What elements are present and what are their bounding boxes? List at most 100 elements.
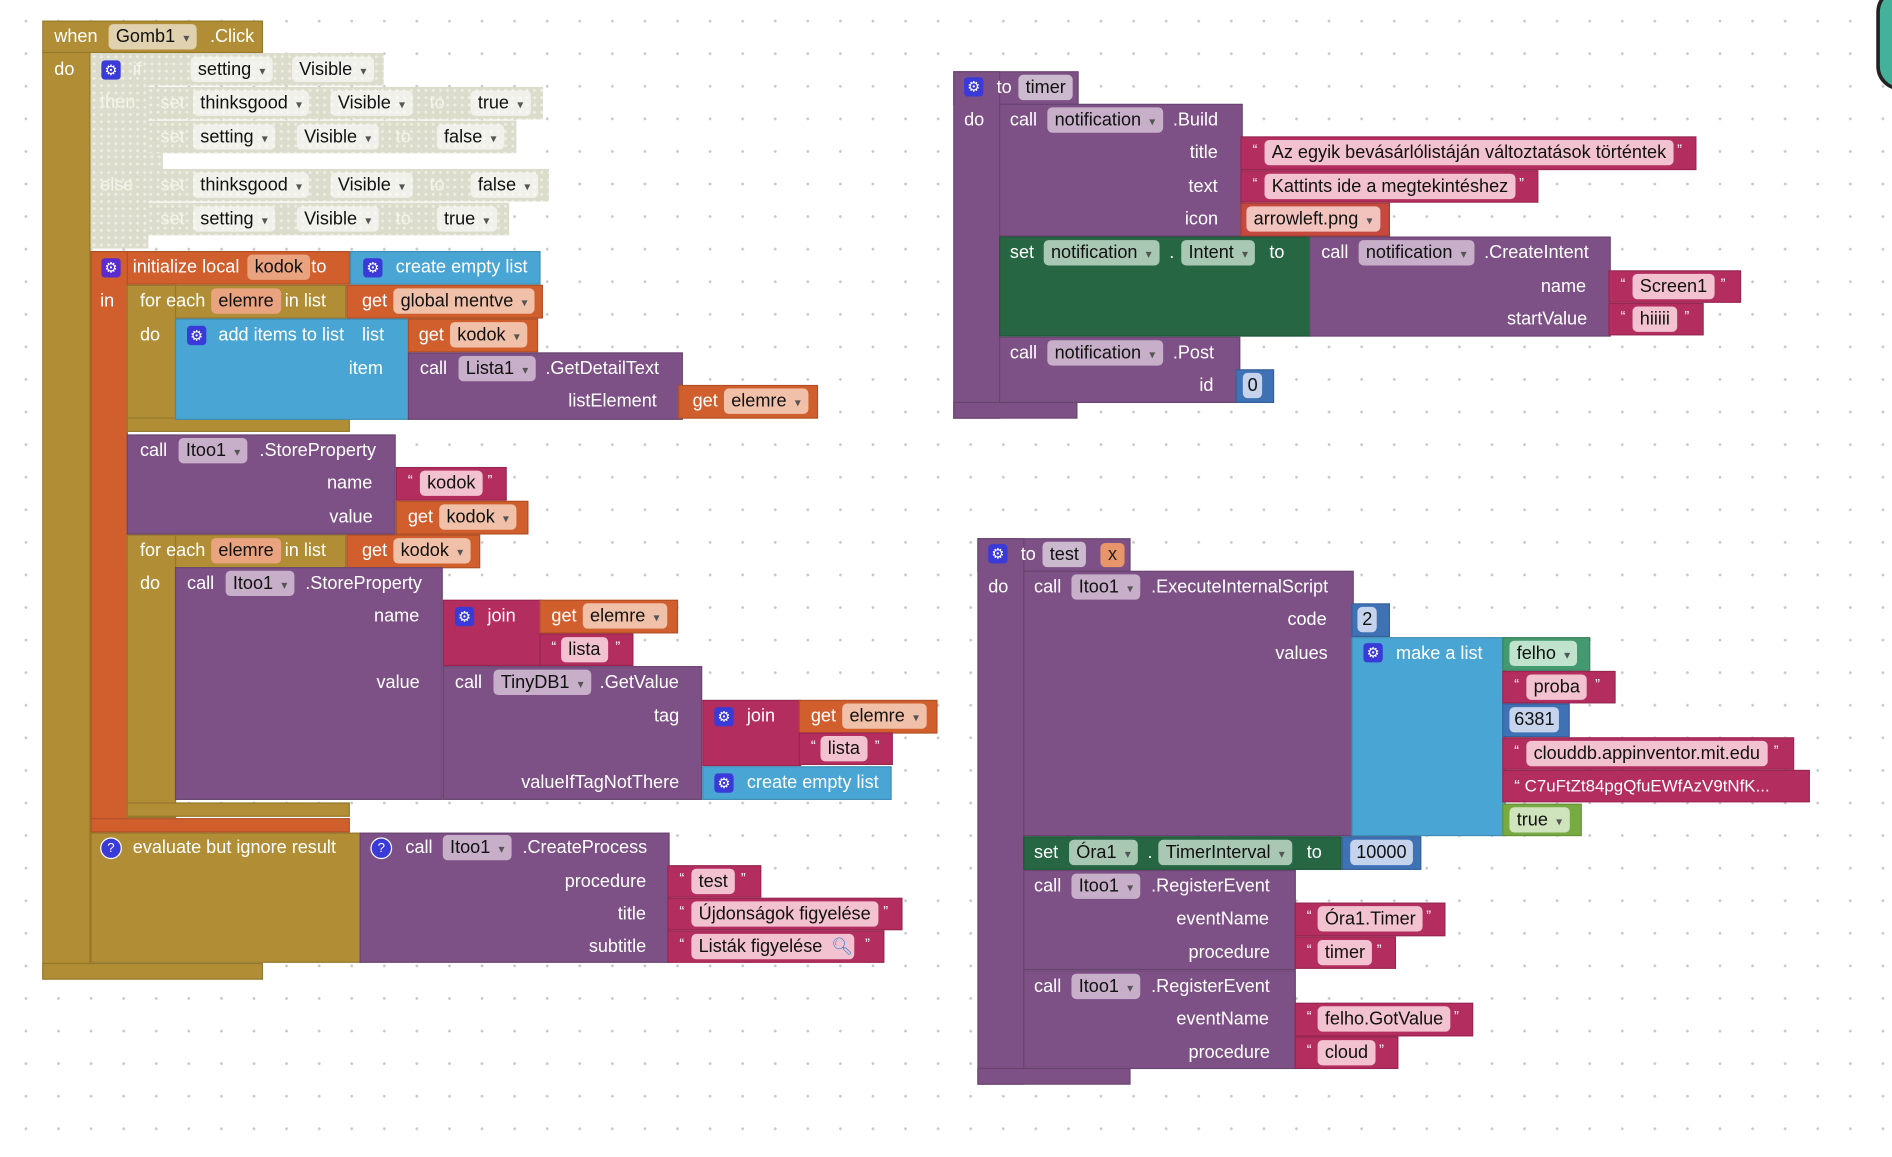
number-field[interactable]: 0 (1242, 372, 1263, 399)
setter-component-dropdown[interactable]: thinksgood (193, 172, 310, 198)
variable-dropdown[interactable]: kodok (450, 322, 528, 348)
text-field[interactable]: lista (820, 736, 868, 762)
boolean-dropdown[interactable]: false (470, 172, 538, 198)
component-dropdown[interactable]: felho (1509, 640, 1578, 667)
setter-component-dropdown[interactable]: thinksgood (193, 90, 310, 116)
text-field[interactable]: Kattints ide a megtekintéshez (1264, 173, 1516, 200)
variable-dropdown[interactable]: elemre (842, 703, 927, 729)
help-icon[interactable]: ? (100, 837, 122, 860)
backpack-icon[interactable] (1876, 0, 1892, 91)
text-field[interactable]: Az egyik bevásárlólistáján változtatások… (1264, 139, 1674, 166)
mutator-gear-icon[interactable]: ⚙ (454, 606, 475, 627)
text-field[interactable]: felho.GotValue (1317, 1006, 1451, 1032)
get-label: get (407, 506, 433, 528)
text-field[interactable]: proba (1526, 674, 1588, 700)
property-dropdown[interactable]: Intent (1181, 240, 1256, 266)
component-dropdown[interactable]: Itoo1 (1071, 574, 1141, 600)
variable-dropdown[interactable]: elemre (582, 603, 667, 629)
get-label: get (361, 290, 388, 312)
mutator-gear-icon[interactable]: ⚙ (101, 60, 121, 80)
setter-property-dropdown[interactable]: Visible (296, 124, 379, 150)
quote-close-icon: ” (1595, 675, 1600, 693)
variable-dropdown[interactable]: global mentve (393, 288, 535, 314)
variable-dropdown[interactable]: kodok (439, 504, 517, 530)
quote-close-icon: ” (865, 935, 870, 953)
component-dropdown[interactable]: notification (1358, 240, 1474, 266)
loop-variable-name[interactable]: elemre (211, 288, 281, 314)
help-icon[interactable]: ? (370, 837, 393, 860)
component-dropdown[interactable]: Itoo1 (178, 437, 248, 464)
list-element-label: listElement (568, 390, 657, 412)
set-label: set (1034, 842, 1059, 863)
procedure-name-field[interactable]: timer (1018, 74, 1074, 101)
component-dropdown[interactable]: Gomb1 (108, 24, 197, 50)
setter-property-dropdown[interactable]: Visible (330, 172, 413, 198)
parameter-x[interactable]: x (1100, 542, 1125, 568)
condition-property-dropdown[interactable]: Visible (291, 56, 374, 83)
else-label: else (100, 174, 134, 196)
condition-component-dropdown[interactable]: setting (190, 56, 273, 83)
text-field[interactable]: hiiiii (1632, 306, 1678, 332)
boolean-dropdown[interactable]: false (436, 124, 504, 150)
local-variable-name[interactable]: kodok (247, 254, 311, 280)
component-dropdown[interactable]: notification (1047, 107, 1163, 133)
quote-open-icon: “ (679, 869, 685, 887)
set-label: set (160, 208, 185, 230)
setter-property-dropdown[interactable]: Visible (330, 90, 413, 116)
component-dropdown[interactable]: notification (1047, 340, 1163, 366)
get-label: get (361, 540, 388, 562)
number-field[interactable]: 6381 (1509, 707, 1560, 733)
mutator-gear-icon[interactable]: ⚙ (964, 77, 984, 97)
join-label: join (487, 605, 516, 627)
loop-variable-name[interactable]: elemre (211, 538, 281, 564)
mutator-gear-icon[interactable]: ⚙ (101, 258, 121, 278)
text-field[interactable]: timer (1317, 939, 1373, 966)
variable-dropdown[interactable]: kodok (393, 538, 471, 564)
component-dropdown[interactable]: Itoo1 (1071, 973, 1141, 1000)
component-dropdown[interactable]: Óra1 (1069, 839, 1139, 866)
text-field[interactable]: Óra1.Timer (1317, 906, 1423, 932)
setter-property-dropdown[interactable]: Visible (296, 206, 379, 232)
boolean-dropdown[interactable]: true (1509, 807, 1570, 833)
boolean-dropdown[interactable]: true (470, 90, 531, 116)
setter-component-dropdown[interactable]: setting (193, 124, 276, 150)
quote-open-icon: “ (1514, 675, 1520, 693)
name-label: name (1540, 276, 1587, 297)
boolean-dropdown[interactable]: true (436, 206, 497, 232)
variable-dropdown[interactable]: elemre (723, 388, 809, 414)
setter-component-dropdown[interactable]: setting (193, 206, 276, 232)
component-dropdown[interactable]: TinyDB1 (493, 669, 591, 696)
mutator-gear-icon[interactable]: ⚙ (363, 258, 383, 278)
text-field[interactable]: cloud (1317, 1040, 1376, 1066)
number-field[interactable]: 2 (1357, 606, 1378, 633)
call-label: call (419, 358, 448, 379)
quote-open-icon: “ (1306, 941, 1312, 959)
text-field[interactable]: test (691, 868, 736, 895)
component-dropdown[interactable]: notification (1043, 240, 1159, 266)
component-dropdown[interactable]: Itoo1 (442, 834, 512, 861)
mutator-gear-icon[interactable]: ⚙ (714, 707, 734, 727)
do-label: do (139, 324, 161, 346)
asset-dropdown[interactable]: arrowleft.png (1246, 206, 1380, 232)
text-field[interactable]: kodok (419, 470, 483, 496)
quote-close-icon: ” (1426, 907, 1432, 925)
property-dropdown[interactable]: TimerInterval (1158, 839, 1293, 866)
text-field[interactable]: Listák figyelése (691, 933, 854, 960)
mutator-gear-icon[interactable]: ⚙ (187, 325, 207, 346)
number-field[interactable]: 10000 (1350, 839, 1413, 866)
create-empty-list-label: create empty list (746, 772, 879, 793)
component-dropdown[interactable]: Itoo1 (225, 570, 295, 597)
procedure-name-field[interactable]: test (1042, 541, 1087, 568)
component-dropdown[interactable]: Itoo1 (1071, 873, 1141, 899)
collapsed-text-block[interactable]: “ C7uFtZt84pgQfuEWfAzV9tNfK... (1514, 775, 1770, 796)
component-dropdown[interactable]: Lista1 (458, 355, 536, 382)
text-field[interactable]: lista (561, 637, 608, 663)
procedure-label: procedure (1188, 942, 1271, 963)
mutator-gear-icon[interactable]: ⚙ (1363, 643, 1383, 663)
mutator-gear-icon[interactable]: ⚙ (714, 773, 734, 793)
text-field[interactable]: Újdonságok figyelése (691, 901, 878, 927)
mutator-gear-icon[interactable]: ⚙ (988, 544, 1008, 564)
text-field[interactable]: clouddb.appinventor.mit.edu (1526, 740, 1768, 767)
text-field[interactable]: Screen1 (1632, 273, 1715, 300)
